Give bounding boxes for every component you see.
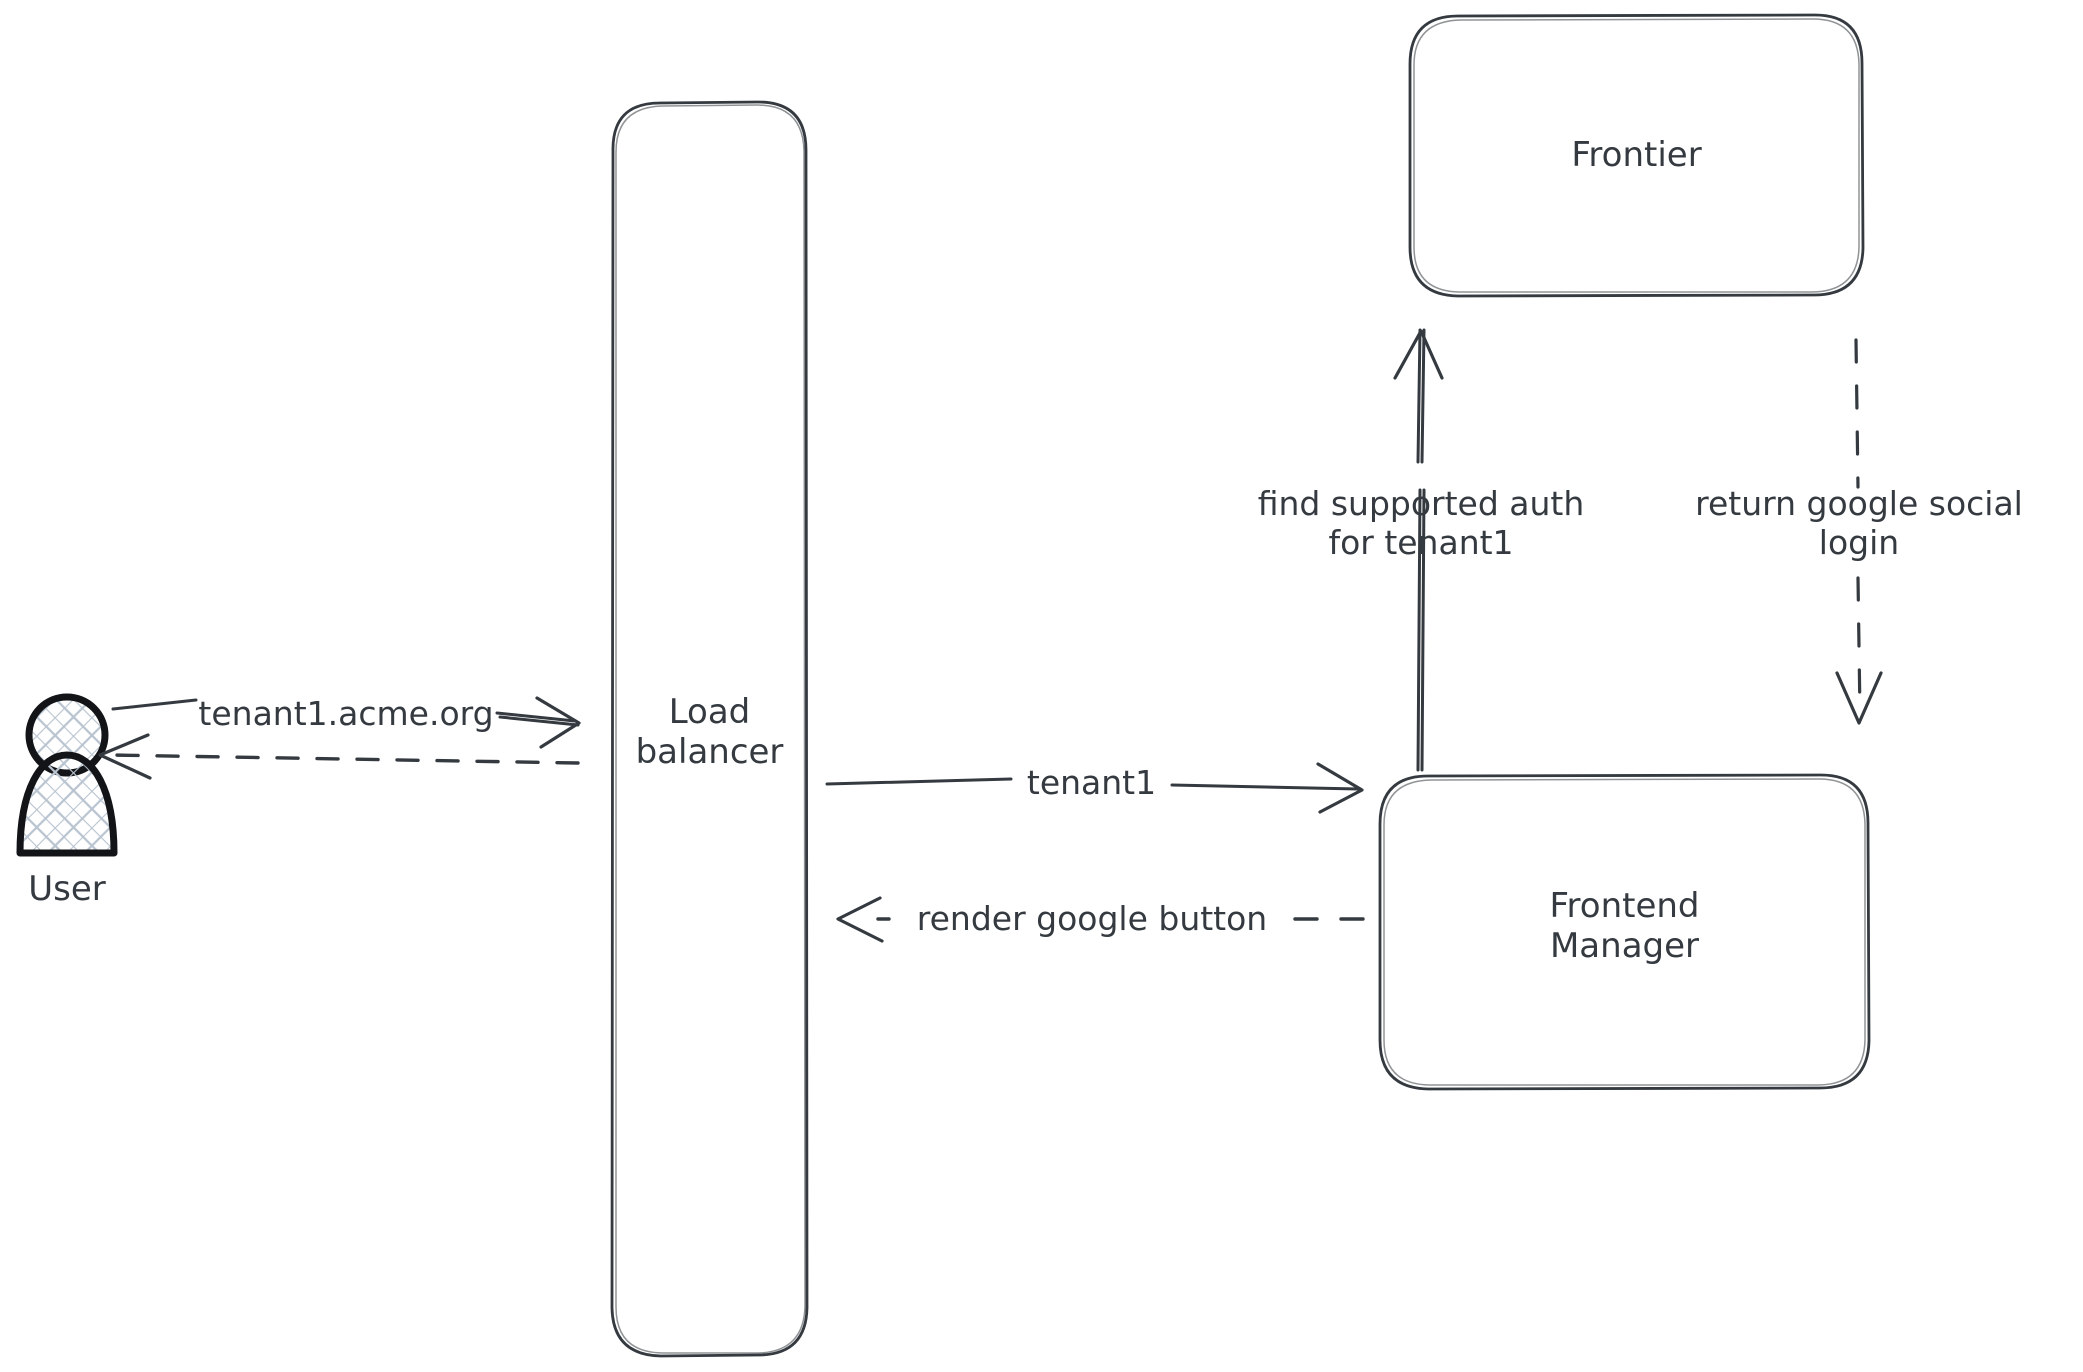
frontend-manager-node-shape[interactable] [1378,773,1871,1091]
edge-frontend-manager-to-lb [836,896,1374,943]
frontier-node-shape[interactable] [1408,13,1865,298]
user-actor-icon [16,693,118,857]
edge-lb-to-user [98,733,580,780]
edge-lb-to-frontend-manager [825,762,1364,814]
load-balancer-node-shape[interactable] [610,100,809,1358]
edge-frontier-to-frontend-manager [1835,338,1883,725]
edge-user-to-lb [111,696,581,749]
edge-frontend-manager-to-frontier [1393,328,1444,772]
